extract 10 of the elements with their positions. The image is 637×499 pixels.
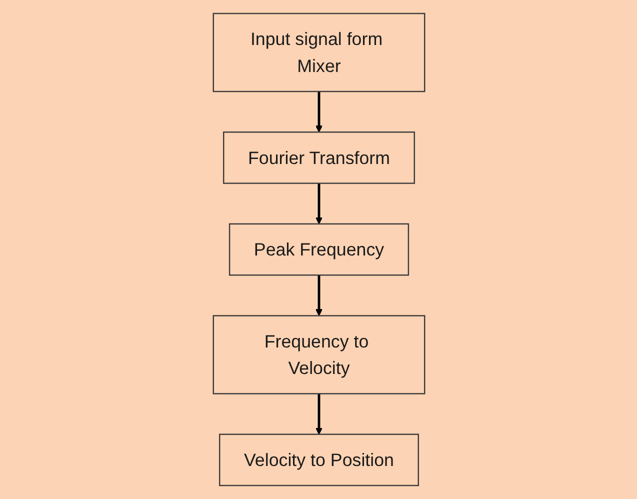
arrow (314, 275, 322, 316)
node-box (228, 223, 409, 276)
node-box (212, 12, 425, 92)
node-box (222, 132, 414, 184)
node-box (218, 434, 418, 486)
arrow (314, 183, 322, 224)
flowchart-drawing: Input signal form Mixer Fourier Transform Peak Frequency Frequency to Velocity Velocity to Position (8, 7, 628, 492)
node-box (212, 315, 425, 394)
arrow (314, 92, 322, 132)
arrow (314, 394, 322, 435)
